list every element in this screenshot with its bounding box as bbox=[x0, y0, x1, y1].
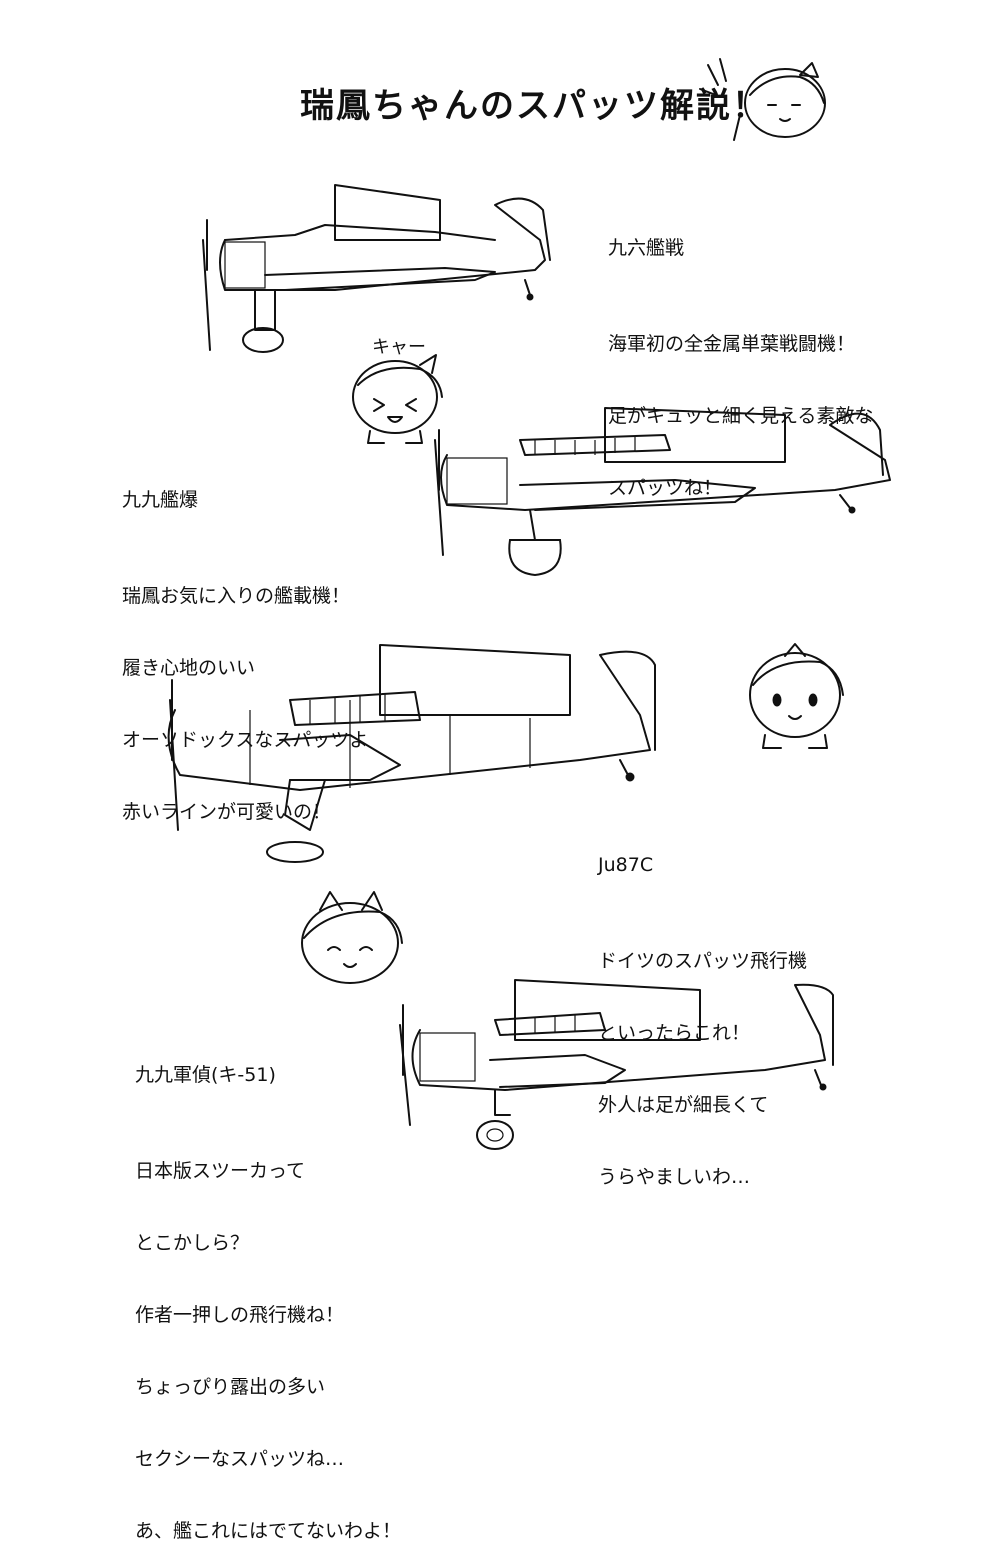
ki51-drawing bbox=[399, 979, 834, 1150]
section-line: 日本版スツーカって bbox=[135, 1160, 306, 1182]
section-line: あ、艦これにはでてないわよ！ bbox=[135, 1520, 402, 1542]
section-line: 赤いラインが可愛いの！ bbox=[122, 801, 332, 823]
section-line: 履き心地のいい bbox=[122, 657, 256, 679]
section-ju87c: Ju87C ドイツのスパッツ飛行機 といったらこれ！ 外人は足が細長くて うらや… bbox=[598, 805, 807, 1213]
section-heading: 九九軍偵(キ-51) bbox=[135, 1064, 276, 1086]
section-line: 海軍初の全金属単葉戦闘機！ bbox=[608, 333, 856, 355]
section-line: オーソドックスなスパッツよ bbox=[122, 729, 369, 751]
ju87c-drawing bbox=[167, 644, 656, 863]
section-line: といったらこれ！ bbox=[598, 1022, 751, 1044]
section-line: ドイツのスパッツ飛行機 bbox=[598, 950, 808, 972]
section-heading: 九六艦戦 bbox=[608, 237, 685, 259]
section-line: うらやましいわ… bbox=[598, 1166, 751, 1188]
section-line: 作者一押しの飛行機ね！ bbox=[135, 1304, 345, 1326]
character-exclamation: キャー bbox=[372, 337, 426, 358]
section-line: 外人は足が細長くて bbox=[598, 1094, 769, 1116]
character-chibi-excited bbox=[352, 354, 443, 444]
section-line: ちょっぴり露出の多い bbox=[135, 1376, 326, 1398]
character-chibi-smiling bbox=[301, 891, 403, 984]
section-line: セクシーなスパッツね… bbox=[135, 1448, 345, 1470]
character-chibi-pointing bbox=[699, 58, 826, 141]
section-heading: 九九艦爆 bbox=[122, 489, 199, 511]
type99-bomber-drawing bbox=[434, 407, 891, 577]
section-line: とこかしら？ bbox=[135, 1232, 250, 1254]
section-ki51: 九九軍偵(キ-51) 日本版スツーカって とこかしら？ 作者一押しの飛行機ね！ … bbox=[135, 1015, 401, 1567]
section-heading: Ju87C bbox=[598, 854, 654, 876]
type96-fighter-drawing bbox=[202, 184, 551, 353]
character-chibi-worried bbox=[749, 643, 844, 749]
page-title: 瑞鳳ちゃんのスパッツ解説！ bbox=[300, 86, 768, 126]
section-line: 瑞鳳お気に入りの艦載機！ bbox=[122, 585, 351, 607]
section-type99-bomber: 九九艦爆 瑞鳳お気に入りの艦載機！ 履き心地のいい オーソドックスなスパッツよ … bbox=[122, 440, 368, 848]
